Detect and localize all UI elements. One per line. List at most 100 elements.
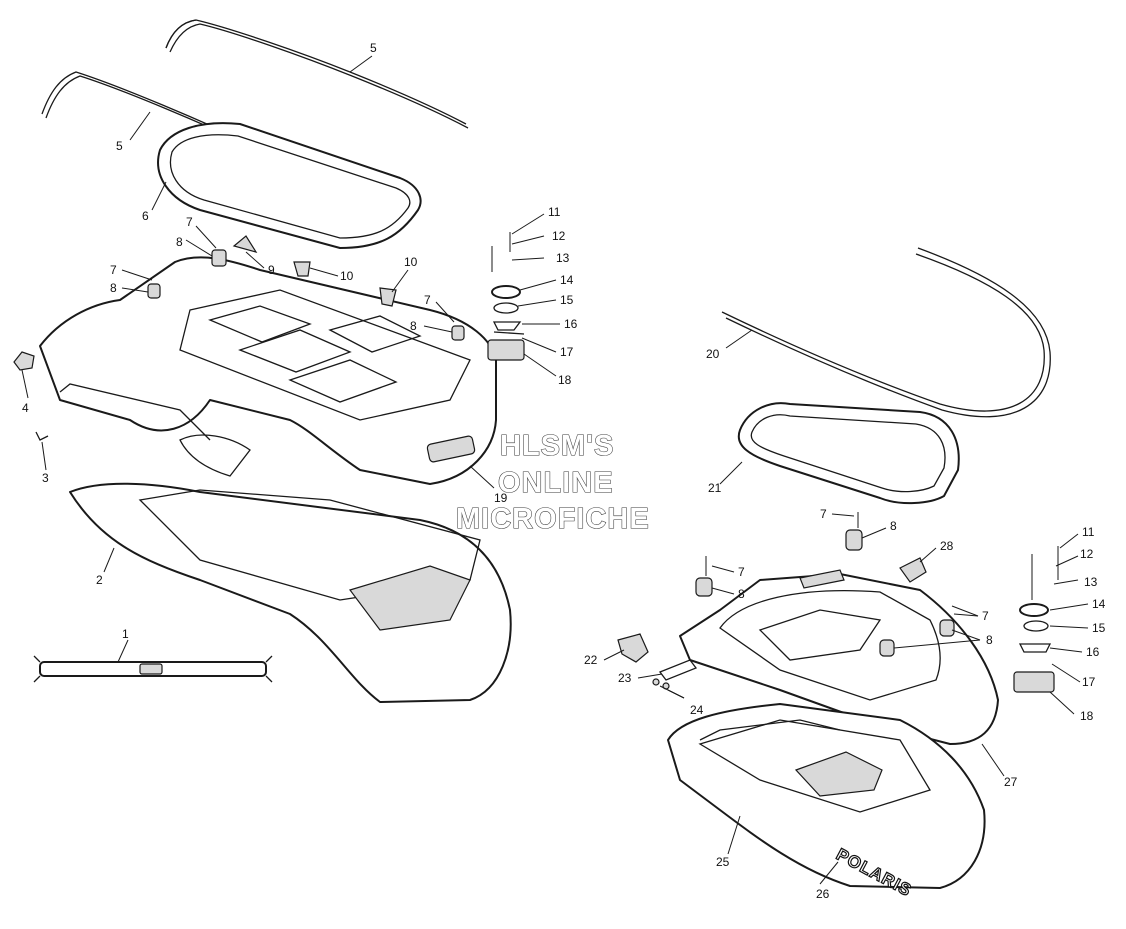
callout-7-right: 7 [424,293,431,307]
callout-7-right-mid: 7 [982,609,989,623]
callout-7-left: 7 [110,263,117,277]
right-callouts: 20 21 7 8 28 7 8 7 8 22 23 24 11 12 13 1… [584,347,1106,901]
callout-5-upper: 5 [370,41,377,55]
callout-13: 13 [556,251,570,265]
callout-13-right: 13 [1084,575,1098,589]
tray-handle [426,435,476,463]
plate-14-right [1019,603,1049,617]
tray-deck [179,289,471,421]
strap-buckle [139,663,163,675]
left-callouts: 5 5 6 7 8 9 7 8 10 10 7 8 11 12 13 14 15… [22,41,578,641]
callout-19: 19 [494,491,508,505]
seat-base-floor [138,489,481,601]
watermark-line-1: HLSM'S [500,430,614,462]
callout-3: 3 [42,471,49,485]
latch-clip-23 [658,659,698,681]
seat-base [69,482,512,703]
callout-15: 15 [560,293,574,307]
callout-14: 14 [560,273,574,287]
washer-15-right [1023,620,1049,632]
callout-10-right: 10 [404,255,418,269]
left-leaders [21,55,560,663]
callout-11-right: 11 [1082,525,1095,539]
watermark-line-2: ONLINE [498,467,614,499]
gasket-ring-left [157,122,422,249]
small-bracket [13,351,35,371]
gasket-ring-left-inner [169,134,411,239]
spring-16 [492,321,522,331]
washer-15 [493,302,519,314]
storage-tray [39,256,497,485]
spring-16-right [1018,643,1052,653]
callout-12: 12 [552,229,566,243]
callout-6: 6 [142,209,149,223]
callout-8-top: 8 [176,235,183,249]
callout-25: 25 [716,855,730,869]
right-assembly: POLARIS [584,247,1106,901]
strap-ends [33,655,273,683]
seal-strip-upper-edge [165,19,469,129]
bumper-8-left [695,577,713,597]
callout-23: 23 [618,671,632,685]
left-fasteners [147,232,525,361]
callout-20: 20 [706,347,720,361]
callout-17-right: 17 [1082,675,1096,689]
bumper-8c [451,325,465,341]
hinge-base-18-right [1013,671,1055,693]
callout-5-lower: 5 [116,139,123,153]
callout-8-right: 8 [410,319,417,333]
callout-10-mid: 10 [340,269,354,283]
callout-9: 9 [268,263,275,277]
callout-15-right: 15 [1092,621,1106,635]
tray-panel-3 [288,359,398,403]
bumper-8-right-a [939,619,955,637]
bumper-8a [147,283,161,299]
screw-24a [652,678,660,686]
bracket-28 [899,557,927,583]
lower-shell-deck [698,719,931,813]
callout-8-right-top: 8 [890,519,897,533]
lower-shell-lip [699,719,841,741]
callout-8-right-mid: 8 [986,633,993,647]
callout-14-right: 14 [1092,597,1106,611]
callout-8-left: 8 [110,281,117,295]
callout-16: 16 [564,317,578,331]
seal-strip-right-edge [725,247,1051,418]
lower-shell-recess [794,751,883,797]
callout-18-right: 18 [1080,709,1094,723]
seal-strip-right [721,253,1045,412]
callout-7-right-top: 7 [820,507,827,521]
callout-18: 18 [558,373,572,387]
tray-panel-2 [238,329,352,373]
lid-frame-inner [719,589,941,701]
tray-panel-1 [208,305,312,343]
bumper-8b [211,249,227,267]
watermark-line-3: MICROFICHE [456,503,650,535]
callout-26: 26 [816,887,830,901]
lid-frame-tab [799,569,845,589]
lid-frame [679,573,999,745]
hinge-base-18 [487,339,525,361]
shim-17 [493,331,525,335]
right-leaders [603,329,1089,885]
callout-8-right-left: 8 [738,587,745,601]
callout-22: 22 [584,653,598,667]
lid-frame-panel [758,609,882,661]
latch-10a [293,261,311,277]
callout-1: 1 [122,627,129,641]
bumper-8-right-b [879,639,895,657]
callout-16-right: 16 [1086,645,1100,659]
callout-27: 27 [1004,775,1018,789]
callout-12-right: 12 [1080,547,1094,561]
callout-21: 21 [708,481,722,495]
right-fasteners [695,512,1059,693]
seat-base-front-lip [179,434,251,477]
callout-7-right-left: 7 [738,565,745,579]
gasket-ring-right [737,402,960,505]
callout-4: 4 [22,401,29,415]
bumper-8-top [845,529,863,551]
bracket-9 [232,235,258,253]
tray-panel-4 [328,315,422,353]
